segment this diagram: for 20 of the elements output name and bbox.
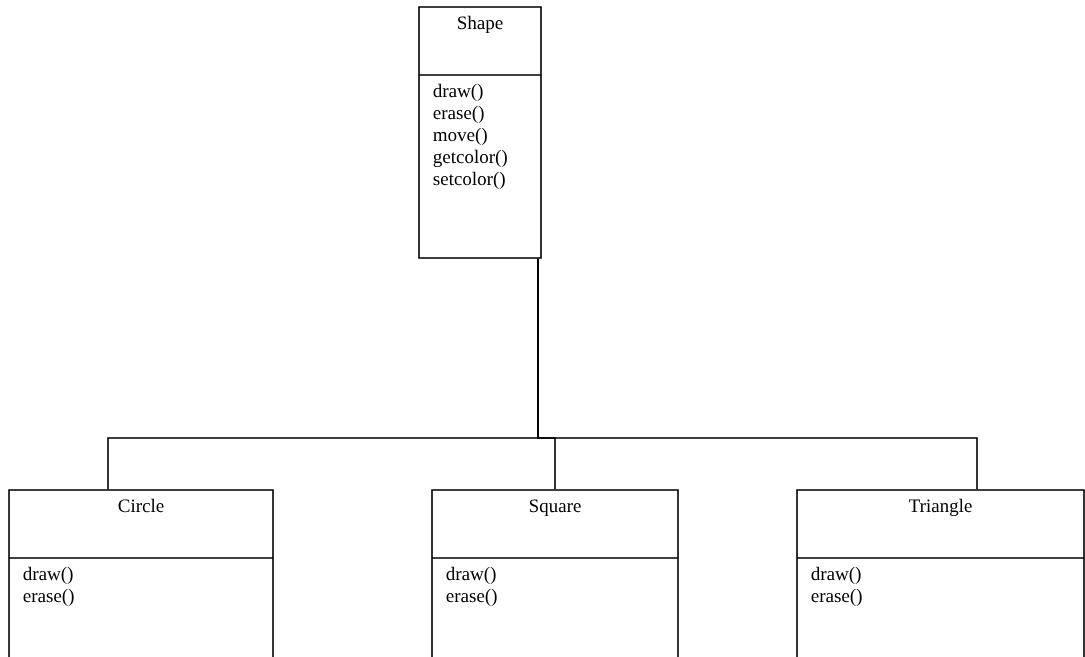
- method-name: draw(): [23, 566, 73, 585]
- method-name: setcolor(): [433, 171, 505, 190]
- method-name: draw(): [433, 83, 483, 102]
- method-name: move(): [433, 127, 487, 146]
- method-name: draw(): [811, 566, 861, 585]
- class-name: Square: [529, 499, 581, 517]
- class-name: Shape: [458, 15, 503, 34]
- method-name: erase(): [446, 588, 497, 607]
- class-box: [8, 489, 274, 657]
- method-name: erase(): [433, 105, 484, 124]
- class-box: [431, 489, 679, 657]
- class-box: [796, 489, 1085, 657]
- method-name: draw(): [446, 566, 496, 585]
- method-name: getcolor(): [433, 149, 507, 168]
- class-box: [418, 6, 542, 259]
- method-name: erase(): [811, 588, 862, 607]
- method-name: erase(): [23, 588, 74, 607]
- class-name: Triangle: [909, 498, 972, 517]
- class-name: Circle: [118, 498, 164, 513]
- connector-line: [537, 258, 978, 490]
